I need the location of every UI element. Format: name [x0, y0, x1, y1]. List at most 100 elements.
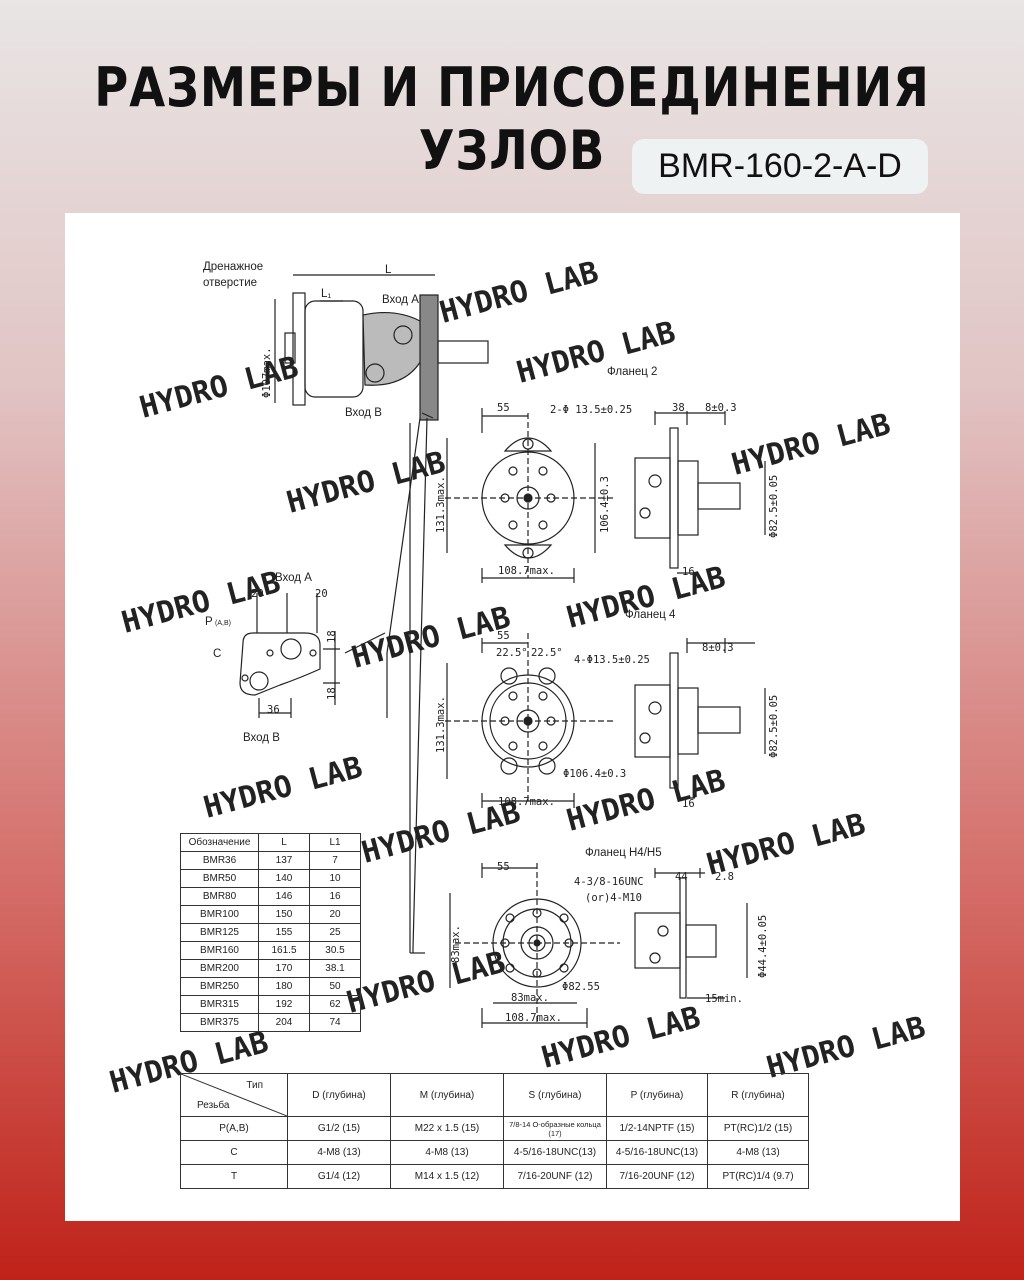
dim-4unc: 4-3/8-16UNC [574, 876, 644, 888]
table-row: T G1/4 (12) M14 x 1.5 (12) 7/16-20UNF (1… [180, 1164, 809, 1189]
dim-82-f4: Φ82.5±0.05 [768, 695, 780, 758]
cell: BMR36 [180, 851, 259, 870]
cell: 4-M8 (13) [707, 1140, 809, 1165]
col-r: R (глубина) [707, 1073, 809, 1117]
cell: BMR50 [180, 869, 259, 888]
dim-20-left: 20 [251, 588, 264, 600]
dim-16: 16 [682, 566, 695, 578]
drain-label-line2: отверстие [203, 277, 257, 289]
cell: 7 [309, 851, 361, 870]
page-title: РАЗМЕРЫ И ПРИСОЕДИНЕНИЯ УЗЛОВ [94, 56, 930, 182]
port-inlet-b-label: Вход В [243, 732, 280, 744]
port-inlet-a-label: Вход А [275, 572, 312, 584]
cell: 7/16-20UNF (12) [606, 1164, 708, 1189]
dim-38: 38 [672, 402, 685, 414]
dim-18-top: 18 [326, 630, 338, 643]
cell: 25 [309, 923, 361, 942]
watermark: HYDRO LAB [728, 407, 894, 483]
dim-18-bottom: 18 [326, 687, 338, 700]
watermark: HYDRO LAB [348, 600, 514, 676]
dim-131-f4: 131.3max. [435, 696, 447, 753]
cell: 204 [258, 1013, 310, 1032]
cell: 146 [258, 887, 310, 906]
flange4-label: Фланец 4 [625, 609, 676, 621]
row-label: C [180, 1140, 288, 1165]
dim-83-vertical: 83max. [450, 925, 462, 963]
watermark: HYDRO LAB [436, 255, 602, 331]
watermark: HYDRO LAB [538, 1000, 704, 1076]
corner-cell: Тип Резьба [180, 1073, 288, 1117]
cell: BMR315 [180, 995, 259, 1014]
col-L1: L1 [309, 833, 361, 852]
corner-type-label: Тип [246, 1080, 263, 1091]
cell: 4-5/16-18UNC(13) [606, 1140, 708, 1165]
dim-L1: L₁ [321, 288, 331, 300]
model-badge: BMR-160-2-A-D [632, 139, 928, 194]
dim-8255: Φ82.55 [562, 981, 600, 993]
cell: 150 [258, 905, 310, 924]
cell: BMR100 [180, 905, 259, 924]
watermark: HYDRO LAB [513, 315, 679, 391]
dim-16-f4: 16 [682, 798, 695, 810]
drawing-sheet: HYDRO LAB HYDRO LAB HYDRO LAB HYDRO LAB … [65, 213, 960, 1221]
cell: BMR250 [180, 977, 259, 996]
table-header-row: Обозначение L L1 [180, 833, 361, 852]
dim-22-right: 22.5° [531, 647, 563, 659]
cell: 140 [258, 869, 310, 888]
table-row: C 4-M8 (13) 4-M8 (13) 4-5/16-18UNC(13) 4… [180, 1140, 809, 1165]
cell: 4-M8 (13) [287, 1140, 391, 1165]
dim-15: 15min. [705, 993, 743, 1005]
inlet-a-label: Вход А [382, 294, 419, 306]
cell: 180 [258, 977, 310, 996]
cell: M22 x 1.5 (15) [390, 1116, 504, 1141]
dim-83: 83max. [511, 992, 549, 1004]
technical-drawing: HYDRO LAB HYDRO LAB HYDRO LAB HYDRO LAB … [106, 255, 929, 1101]
dim-55: 55 [497, 402, 510, 414]
row-label: T [180, 1164, 288, 1189]
cell: 1/2-14NPTF (15) [606, 1116, 708, 1141]
dim-55-fh: 55 [497, 861, 510, 873]
cell: G1/4 (12) [287, 1164, 391, 1189]
dim-22-left: 22.5° [496, 647, 528, 659]
dim-4m10: (or)4-M10 [585, 892, 642, 904]
cell: 62 [309, 995, 361, 1014]
cell: 4-5/16-18UNC(13) [503, 1140, 607, 1165]
col-p: P (глубина) [606, 1073, 708, 1117]
port-p-label: P [205, 616, 213, 628]
dim-phi107: Φ107max. [261, 347, 273, 398]
dim-55-f4: 55 [497, 630, 510, 642]
cell: 50 [309, 977, 361, 996]
flange-h-label: Фланец H4/H5 [585, 847, 662, 859]
cell: 137 [258, 851, 310, 870]
dim-8: 8±0.3 [705, 402, 737, 414]
cell: 7/8-14 O-образные кольца (17) [503, 1116, 607, 1141]
col-d: D (глубина) [287, 1073, 391, 1117]
cell: 192 [258, 995, 310, 1014]
dim-2phi: 2-Φ 13.5±0.25 [550, 404, 632, 416]
table-row: P(A,B) G1/2 (15) M22 x 1.5 (15) 7/8-14 O… [180, 1116, 809, 1141]
dim-44: 44 [675, 871, 688, 883]
dim-82: Φ82.5±0.05 [768, 475, 780, 538]
row-label: P(A,B) [180, 1116, 288, 1141]
cell: 4-M8 (13) [390, 1140, 504, 1165]
dim-44phi: Φ44.4±0.05 [757, 915, 769, 978]
col-s: S (глубина) [503, 1073, 607, 1117]
dim-20-right: 20 [315, 588, 328, 600]
cell: G1/2 (15) [287, 1116, 391, 1141]
watermark: HYDRO LAB [136, 350, 302, 426]
cell: 16 [309, 887, 361, 906]
thread-table: Тип Резьба D (глубина) M (глубина) S (гл… [180, 1073, 809, 1189]
port-c-label: C [213, 648, 221, 660]
dim-106: 106.4±0.3 [599, 476, 611, 533]
cell: PT(RC)1/2 (15) [707, 1116, 809, 1141]
cell: BMR160 [180, 941, 259, 960]
watermark: HYDRO LAB [118, 565, 284, 641]
